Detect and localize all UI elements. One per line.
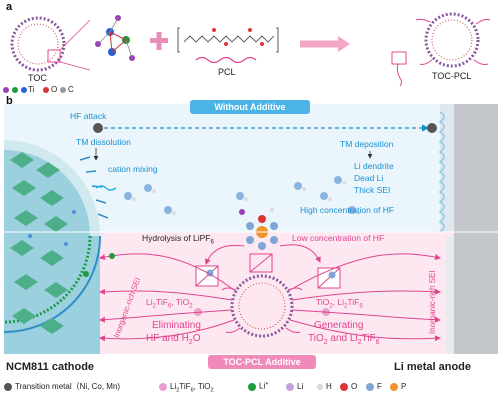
cathode-surface-spikes	[79, 156, 109, 219]
pcl-label: PCL	[218, 67, 236, 77]
panel-b-letter: b	[6, 95, 13, 107]
without-additive-banner: Without Additive	[190, 100, 310, 114]
cation-mixing-label: cation mixing	[108, 164, 158, 174]
anode-icon	[438, 104, 498, 354]
tm-dissolution-label: TM dissolution	[76, 137, 131, 147]
cathode-label: NCM811 cathode	[6, 361, 95, 373]
reaction-arrowhead	[338, 36, 350, 52]
toc-pcl-ring-icon	[415, 12, 491, 68]
tm-deposition-label: TM deposition	[340, 139, 394, 149]
eliminating-line2: HF and H2O	[146, 333, 201, 347]
legend-h-dot	[317, 384, 323, 390]
legend-liplus-label: Li+	[259, 381, 269, 391]
legend-ti-label: Ti	[28, 85, 35, 94]
plus-icon	[150, 32, 168, 50]
hf-molecule-icon	[124, 176, 360, 215]
li-dendrite-label: Li dendrite	[354, 161, 394, 171]
legend-p-label: P	[401, 382, 407, 391]
pcl-structure-icon	[177, 27, 279, 64]
hf-capture-arrow-left	[204, 244, 245, 265]
legend-f-dot	[366, 383, 374, 391]
transition-metal-ball	[93, 123, 103, 133]
cathode-lattice	[10, 152, 76, 334]
toc-pcl-center-icon	[221, 274, 303, 338]
hf-capture-arrow-right	[279, 244, 321, 263]
capture-box-left-diag	[195, 265, 219, 287]
legend-h-label: H	[326, 382, 332, 391]
capture-box-right-diag	[317, 267, 341, 289]
hydrolysis-label: Hydrolysis of LiPF6	[142, 233, 214, 246]
low-hf-label: Low concentration of HF	[292, 233, 385, 243]
eliminating-line1: Eliminating	[152, 320, 201, 331]
toc-pcl-highlight-box	[391, 51, 407, 65]
right-sei-label: Inorganic-rich SEI	[428, 270, 437, 334]
legend-c-label: C	[68, 85, 74, 94]
legend-liplus-dot	[248, 383, 256, 391]
zoom-line	[59, 61, 91, 71]
deposited-tm-ball	[427, 123, 437, 133]
hf-attack-label: HF attack	[70, 111, 107, 121]
legend-f-label: F	[377, 382, 382, 391]
anode-label: Li metal anode	[394, 361, 472, 373]
legend-o-label: O	[51, 85, 58, 94]
legend-o-dot	[43, 87, 49, 93]
li-ion-dot	[109, 253, 115, 259]
legend-o-label: O	[351, 382, 358, 391]
toc-center-box-diag	[249, 253, 273, 273]
generating-line1: Generating	[314, 320, 364, 331]
legend-tm-dot	[4, 383, 12, 391]
legend-ti-purple-dot	[3, 87, 9, 93]
high-hf-label: High concentration of HF	[300, 205, 395, 215]
lipf6-molecule-icon	[239, 208, 278, 250]
dead-li-label: Dead Li	[354, 173, 384, 183]
legend-ti-blue-dot	[21, 87, 27, 93]
legend-product-label: Li2TiF6, TiO2	[170, 382, 214, 394]
toc-pcl-label: TOC-PCL	[432, 71, 472, 81]
toc-highlight-box	[47, 49, 61, 63]
thick-sei-label: Thick SEI	[354, 185, 391, 195]
legend-c-dot	[60, 87, 66, 93]
legend-product-dot	[159, 383, 167, 391]
left-products-label: Li2TiF6, TiO2	[146, 297, 193, 310]
zoom-line	[59, 19, 91, 51]
right-flow-arrows	[289, 253, 441, 342]
hf-wave-icon	[95, 185, 117, 191]
toc-ring-icon	[10, 16, 66, 72]
generating-line2: TiO2 and Li2TiF6	[308, 333, 380, 347]
legend-li-dot	[286, 383, 294, 391]
right-products-label: TiO2, Li2TiF6	[316, 297, 363, 310]
panel-a-letter: a	[6, 1, 13, 13]
toc-label: TOC	[28, 73, 47, 83]
pcl-chain-icon	[396, 63, 402, 87]
legend-li-label: Li	[297, 382, 304, 391]
toc-molecule-icon	[95, 15, 135, 61]
legend-o-dot	[340, 383, 348, 391]
li-ion-dot	[83, 271, 89, 277]
captured-f-right	[328, 271, 336, 279]
legend-tm-label: Transition metal（Ni, Co, Mn)	[15, 382, 121, 391]
legend-ti-green-dot	[12, 87, 18, 93]
legend-p-dot	[390, 383, 398, 391]
with-additive-banner: TOC-PCL Additive	[208, 355, 316, 369]
toc-center-box	[249, 253, 273, 273]
